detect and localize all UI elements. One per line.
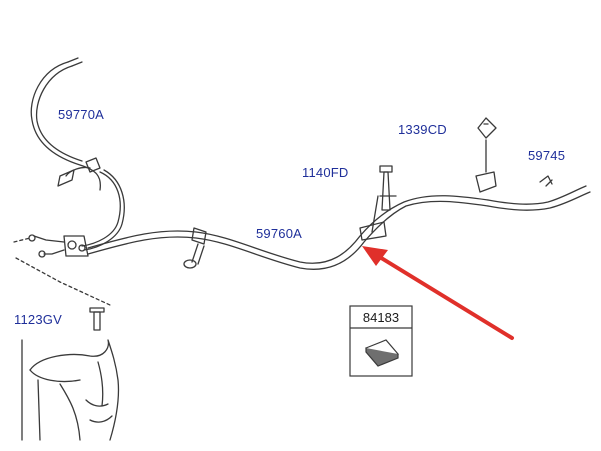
cable-right: [487, 185, 587, 205]
cable-main: [87, 195, 489, 264]
equalizer: [63, 235, 89, 257]
label-cable-left: 59770A: [58, 107, 105, 122]
cable-clip-left: [85, 157, 101, 173]
cable-left-upper: [30, 61, 102, 191]
callout-arrow: [362, 246, 514, 340]
label-kit-box: 84183: [362, 310, 400, 325]
bracket-right: [475, 171, 497, 193]
nut-1339CD: [477, 117, 497, 139]
screw-1123GV: [93, 311, 101, 331]
label-bolt: 1140FD: [302, 165, 349, 180]
kit-box: [349, 305, 413, 377]
cable-clip-mid: [191, 227, 207, 245]
bolt-1140FD: [381, 171, 391, 211]
label-screw: 1123GV: [14, 312, 62, 327]
label-cable-main: 59760A: [256, 226, 303, 241]
cable-left-down: [81, 171, 121, 247]
label-nut: 1339CD: [398, 122, 447, 137]
lead-wire-left: [33, 235, 65, 243]
small-clip-right: [539, 175, 553, 187]
cable-left-upper-inner: [35, 65, 83, 162]
bracket-mid: [359, 221, 387, 241]
label-cable-right: 59745: [528, 148, 566, 163]
lever-assembly: [29, 339, 120, 441]
